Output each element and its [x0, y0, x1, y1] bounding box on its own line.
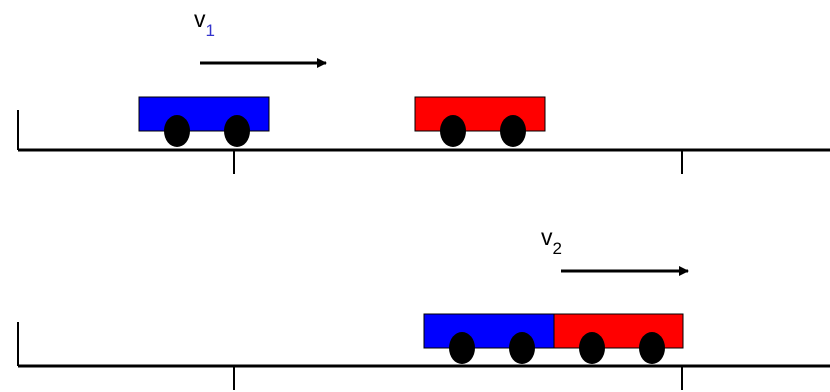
cart-wheel — [579, 332, 605, 364]
velocity-symbol: v — [541, 224, 553, 250]
cart-body — [423, 313, 555, 349]
cart-wheel — [224, 115, 250, 147]
velocity-subscript: 2 — [553, 239, 562, 258]
cart-wheel — [449, 332, 475, 364]
cart-wheel — [164, 115, 190, 147]
after-red-cart — [553, 313, 684, 364]
after-panel: v2 — [17, 224, 830, 390]
before-panel: v1 — [17, 6, 830, 174]
after-blue-cart — [423, 313, 555, 364]
cart-wheel — [500, 115, 526, 147]
velocity-symbol: v — [194, 6, 206, 32]
cart-body — [414, 96, 546, 132]
cart-body — [138, 96, 270, 132]
before-blue-cart — [138, 96, 270, 147]
before-velocity-label: v1 — [194, 6, 215, 40]
before-red-cart — [414, 96, 546, 147]
velocity-subscript: 1 — [206, 21, 215, 40]
cart-wheel — [509, 332, 535, 364]
cart-wheel — [440, 115, 466, 147]
after-velocity-label: v2 — [541, 224, 562, 258]
cart-wheel — [639, 332, 665, 364]
